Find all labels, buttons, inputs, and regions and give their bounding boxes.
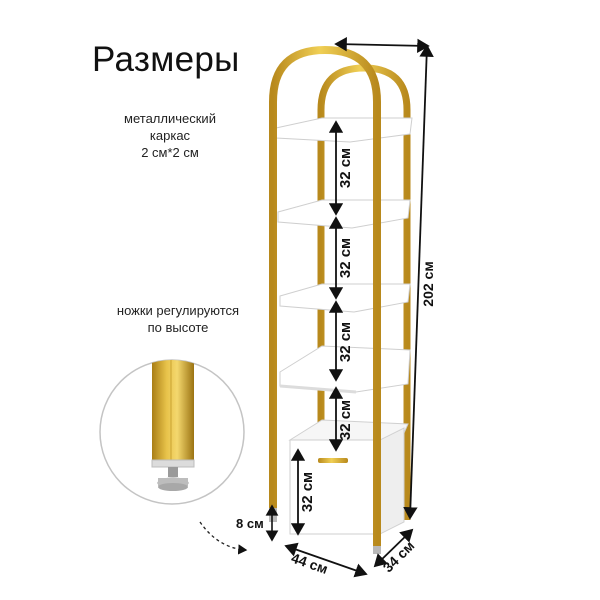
height-dimension: 202 см xyxy=(403,44,436,520)
leg-label: 8 см xyxy=(236,516,264,531)
spacing-label-4: 32 см xyxy=(337,400,354,440)
spacing-label-1: 32 см xyxy=(337,148,354,188)
drawer-handle xyxy=(318,458,348,463)
spacing-label-3: 32 см xyxy=(337,322,354,362)
height-label: 202 см xyxy=(420,261,436,306)
top-width-arrow xyxy=(334,37,430,53)
frame-note: металлический каркас 2 см*2 см xyxy=(108,110,232,161)
spacing-label-5: 32 см xyxy=(299,472,316,512)
shelf-spacing-dimensions: 32 см 32 см 32 см 32 см 32 см xyxy=(290,120,354,536)
legs-note: ножки регулируются по высоте xyxy=(100,302,256,336)
frame-note-line-2: каркас xyxy=(149,128,191,143)
shelf-3 xyxy=(279,283,411,313)
leg-detail-zoom xyxy=(99,359,245,505)
frame-note-line-3: 2 см*2 см xyxy=(141,145,199,160)
spacing-label-2: 32 см xyxy=(337,238,354,278)
shelf-1 xyxy=(275,117,413,143)
legs-note-line-2: по высоте xyxy=(147,320,209,335)
footprint-dimensions: 44 см 34 см xyxy=(284,528,417,578)
shelf-2 xyxy=(277,199,411,229)
page-title: Размеры xyxy=(92,40,240,79)
legs-note-line-1: ножки регулируются xyxy=(116,303,240,318)
leg-dimension: 8 см xyxy=(236,504,279,542)
front-frame xyxy=(269,45,381,548)
frame-note-line-1: металлический xyxy=(124,111,216,126)
